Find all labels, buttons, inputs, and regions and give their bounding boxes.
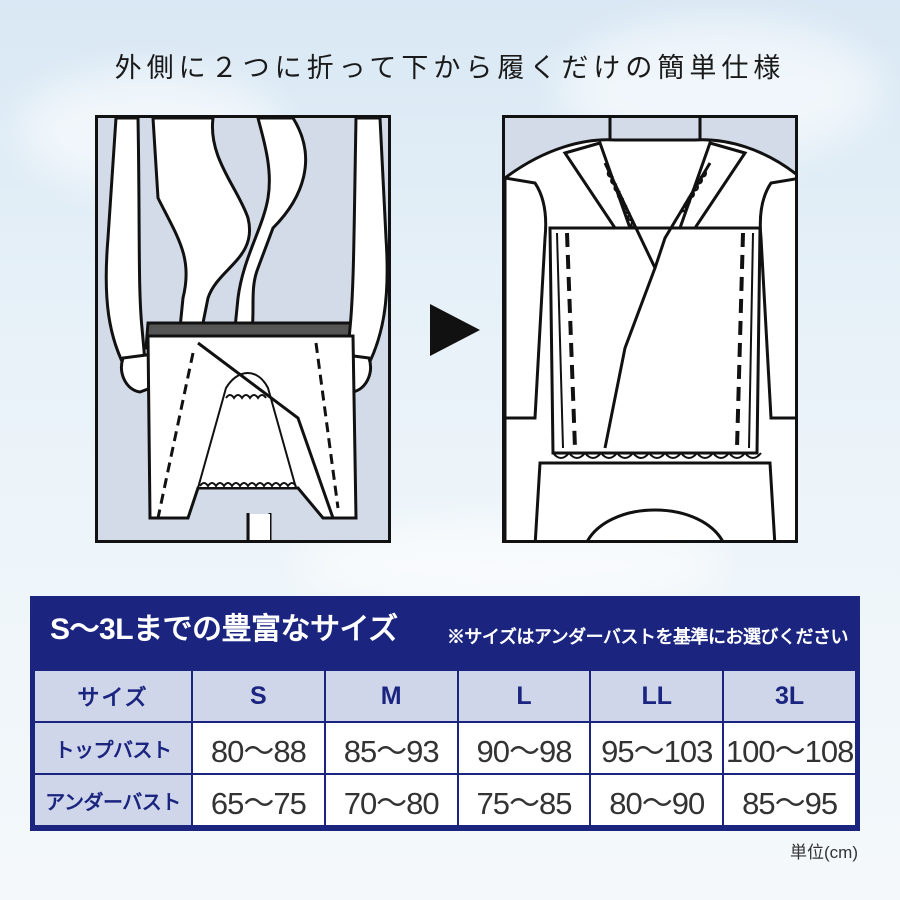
size-header-cell: M — [323, 669, 459, 723]
unit-label: 単位(cm) — [790, 843, 858, 862]
illustration-right-panel — [502, 115, 798, 543]
illustration-left-panel — [95, 115, 391, 543]
table-cell: 80〜88 — [191, 721, 326, 775]
table-cell: 90〜98 — [456, 721, 592, 775]
table-row-under-bust: アンダーバスト 65〜75 70〜80 75〜85 80〜90 85〜95 — [33, 773, 857, 827]
folded-garment-step-in-illustration — [98, 118, 388, 540]
table-cell: 85〜93 — [323, 721, 459, 775]
size-table: サイズ S M L LL 3L トップバスト 80〜88 85〜93 90〜98… — [33, 669, 857, 827]
table-cell: 100〜108 — [722, 721, 857, 775]
table-cell: 80〜90 — [589, 773, 725, 827]
size-chart-title: S〜3Lまでの豊富なサイズ — [50, 613, 398, 646]
table-cell: 65〜75 — [191, 773, 326, 827]
size-chart-note: ※サイズはアンダーバストを基準にお選びください — [446, 627, 849, 647]
size-header-label: サイズ — [33, 669, 193, 723]
size-header-cell: LL — [589, 669, 725, 723]
table-cell: 70〜80 — [323, 773, 459, 827]
size-header-cell: L — [456, 669, 592, 723]
table-cell: 85〜95 — [722, 773, 857, 827]
right-triangle-arrow-icon — [430, 304, 480, 356]
row-label: トップバスト — [33, 721, 193, 775]
table-cell: 95〜103 — [589, 721, 725, 775]
size-header-cell: S — [191, 669, 326, 723]
size-header-cell: 3L — [722, 669, 857, 723]
size-header-row: サイズ S M L LL 3L — [33, 669, 857, 723]
size-chart: S〜3Lまでの豊富なサイズ ※サイズはアンダーバストを基準にお選びください サイ… — [30, 596, 860, 831]
worn-garment-back-view-illustration — [505, 118, 795, 540]
table-cell: 75〜85 — [456, 773, 592, 827]
row-label: アンダーバスト — [33, 773, 193, 827]
headline: 外側に２つに折って下から履くだけの簡単仕様 — [114, 53, 786, 84]
table-row-top-bust: トップバスト 80〜88 85〜93 90〜98 95〜103 100〜108 — [33, 721, 857, 775]
